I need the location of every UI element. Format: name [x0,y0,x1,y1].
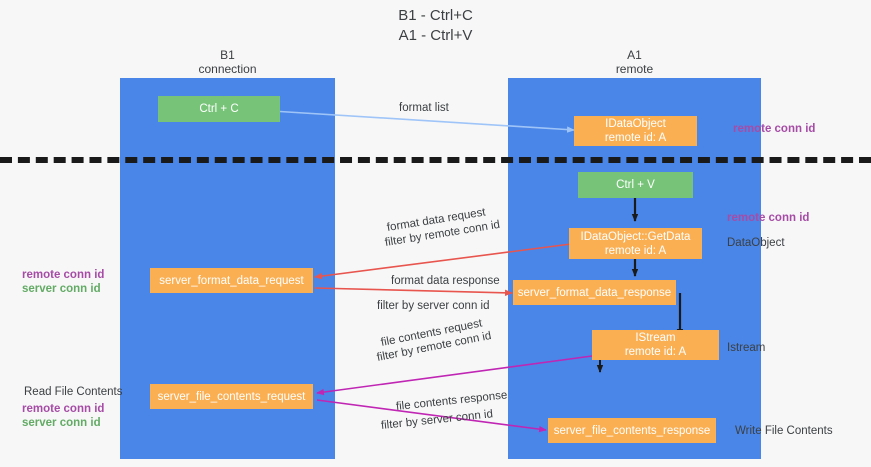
annotation-write-file-contents: Write File Contents [735,425,833,437]
annotation-read-file-contents: Read File Contents [24,386,123,398]
node-istream-label: IStream [635,332,676,344]
node-server-format-data-response[interactable]: server_format_data_response [513,280,676,305]
column-header-a1: A1 remote [508,48,761,76]
node-server-file-contents-response-label: server_file_contents_response [553,424,711,437]
column-header-b1-name: B1 [220,48,235,62]
diagram-title: B1 - Ctrl+C A1 - Ctrl+V [0,6,871,46]
annotation-left-remote-conn-id-mid: remote conn id [22,269,105,281]
annotation-dataobject: DataObject [727,237,785,249]
column-header-b1: B1 connection [120,48,335,76]
column-header-b1-role: connection [198,62,257,76]
node-server-format-data-request-label: server_format_data_request [159,274,304,287]
node-server-file-contents-request-label: server_file_contents_request [157,390,306,403]
annotation-left-server-conn-id-mid: server conn id [22,283,101,295]
node-ctrl-c-label: Ctrl + C [199,103,239,115]
node-istream-sub: remote id: A [624,346,687,358]
annotation-left-remote-conn-id-bottom: remote conn id [22,403,105,415]
node-ctrl-v-label: Ctrl + V [616,179,655,191]
node-getdata-sub: remote id: A [604,244,667,257]
title-line-1: B1 - Ctrl+C [398,7,473,24]
filter-prefix: filter by [380,415,422,432]
annotation-remote-conn-id-top: remote conn id [733,123,816,135]
filter-key-server-conn-id: server conn id [420,408,494,428]
node-server-format-data-response-label: server_format_data_response [517,286,672,299]
edge-label-format-data-response: format data response [391,275,500,287]
node-ctrl-v[interactable]: Ctrl + V [578,172,693,198]
node-server-file-contents-response[interactable]: server_file_contents_response [548,418,716,443]
title-line-2: A1 - Ctrl+V [398,27,473,44]
column-header-a1-name: A1 [627,48,642,62]
edge-format-data-response [314,287,513,297]
edge-label-format-list: format list [399,102,449,114]
node-idataobject[interactable]: IDataObject remote id: A [574,116,697,146]
edge-label-format-data-response-filter: filter by server conn id [377,299,490,313]
node-idataobject-sub: remote id: A [604,132,667,144]
node-idataobject-getdata[interactable]: IDataObject::GetData remote id: A [569,228,702,259]
node-istream[interactable]: IStream remote id: A [592,330,719,360]
filter-prefix: filter by [377,300,418,312]
annotation-left-server-conn-id-bottom: server conn id [22,417,101,429]
node-idataobject-label: IDataObject [605,118,666,130]
filter-key-server-conn-id: server conn id [417,300,490,312]
node-getdata-label: IDataObject::GetData [580,230,691,243]
column-header-a1-role: remote [615,62,654,76]
annotation-remote-conn-id-mid: remote conn id [727,212,810,224]
node-server-file-contents-request[interactable]: server_file_contents_request [150,384,313,409]
node-server-format-data-request[interactable]: server_format_data_request [150,268,313,293]
annotation-istream: Istream [727,342,766,354]
phase-divider [0,157,871,163]
node-ctrl-c[interactable]: Ctrl + C [158,96,280,122]
